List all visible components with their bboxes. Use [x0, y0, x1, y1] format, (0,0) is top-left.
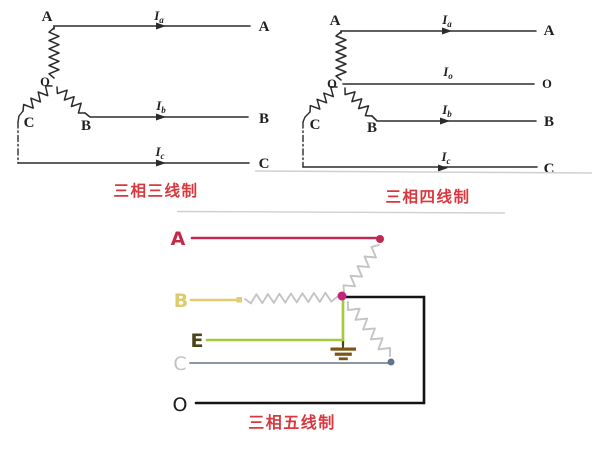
d1-ic-symbol: I [154, 144, 161, 159]
d2-current-io-label: Io [442, 64, 453, 81]
caption-three-wire: 三相三线制 [113, 181, 198, 200]
d2-ic-sub: c [447, 156, 451, 166]
d1-winding-a [48, 27, 60, 79]
d3-wire-a-end-dot [376, 235, 384, 243]
five-wire-diagram: A B E C O 三相五线制 [171, 228, 426, 432]
d2-winding-c [309, 86, 338, 113]
d2-ib-sub: b [447, 109, 452, 119]
d2-ia-symbol: I [441, 12, 448, 27]
d3-wire-b-junction-square [236, 297, 242, 303]
d2-terminal-o-label: O [542, 77, 552, 91]
d2-node-a-label: A [330, 13, 341, 29]
d2-terminal-c-label: C [544, 161, 555, 177]
ground-bar-1 [330, 347, 356, 351]
caption-five-wire: 三相五线制 [248, 413, 336, 432]
d2-node-b-label: B [367, 120, 377, 136]
d3-neutral-connector [342, 295, 426, 405]
d1-arrow-ic-icon [156, 159, 166, 167]
d2-neutral-point-label: O [327, 77, 337, 91]
d1-terminal-c-label: C [259, 156, 270, 172]
d1-current-ic-label: Ic [154, 144, 164, 161]
ground-symbol-icon [330, 347, 356, 361]
ground-bar-2 [334, 352, 352, 356]
d1-terminal-b-label: B [259, 111, 269, 127]
d1-ib-symbol: I [155, 98, 162, 113]
three-wire-diagram: A O C B Ia A Ib B Ic C 三相三线制 [17, 8, 270, 200]
ground-bar-3 [338, 357, 348, 361]
d3-winding-b [244, 291, 338, 305]
d2-ib-symbol: I [441, 102, 448, 117]
d2-c-hook [302, 111, 311, 123]
d1-ia-sub: a [159, 15, 164, 25]
d1-winding-b [56, 86, 86, 114]
d1-c-hook [17, 110, 24, 123]
d2-arrow-ic-icon [438, 164, 448, 172]
d1-ia-symbol: I [153, 8, 160, 23]
d1-neutral-point-label: O [40, 75, 50, 89]
d1-ib-sub: b [161, 105, 166, 115]
d3-neutral-point-dot [337, 291, 347, 301]
d3-winding-a [342, 244, 380, 294]
d1-arrow-ia-icon [156, 22, 166, 30]
d1-terminal-a-label: A [259, 19, 270, 35]
d2-io-sub: o [448, 71, 453, 81]
scan-edge-middle [176, 210, 506, 214]
four-wire-diagram: A O C B Ia A Io O Ib B Ic C 三相四线制 [302, 12, 555, 206]
d3-winding-c [346, 301, 392, 357]
d2-line-b [371, 115, 537, 122]
d2-terminal-a-label: A [544, 23, 555, 39]
d1-current-ia-label: Ia [153, 8, 164, 25]
d2-current-ib-label: Ib [441, 102, 452, 119]
d1-node-a-label: A [42, 9, 53, 25]
d1-current-ib-label: Ib [155, 98, 166, 115]
d1-arrow-ib-icon [156, 113, 166, 121]
d3-wire-o-label: O [173, 394, 188, 416]
d1-line-b [84, 112, 249, 118]
d2-winding-a [335, 31, 347, 81]
d2-terminal-b-label: B [544, 114, 554, 130]
d3-wire-c-label: C [173, 353, 186, 375]
d3-wire-b-label: B [174, 290, 188, 312]
caption-four-wire: 三相四线制 [385, 187, 470, 206]
d2-node-c-label: C [310, 117, 321, 133]
d1-line-a [53, 25, 251, 30]
d2-current-ia-label: Ia [441, 12, 452, 29]
scan-artifacts [176, 170, 593, 214]
d3-wire-a-label: A [171, 228, 186, 250]
d2-arrow-ib-icon [440, 117, 450, 125]
d1-node-c-label: C [24, 115, 35, 131]
d1-node-b-label: B [81, 118, 91, 134]
scan-edge-top-right [254, 170, 593, 174]
d2-current-ic-label: Ic [440, 149, 450, 166]
d3-wire-c-end-dot [387, 358, 395, 366]
d1-ic-sub: c [161, 151, 165, 161]
d2-io-symbol: I [442, 64, 449, 79]
d2-ic-symbol: I [440, 149, 447, 164]
d2-arrow-ia-icon [442, 27, 452, 35]
d2-winding-b [344, 87, 373, 117]
d3-earth-label: E [191, 330, 204, 352]
d1-winding-c [22, 84, 53, 112]
d2-ia-sub: a [447, 19, 452, 29]
d2-line-a [340, 30, 537, 34]
